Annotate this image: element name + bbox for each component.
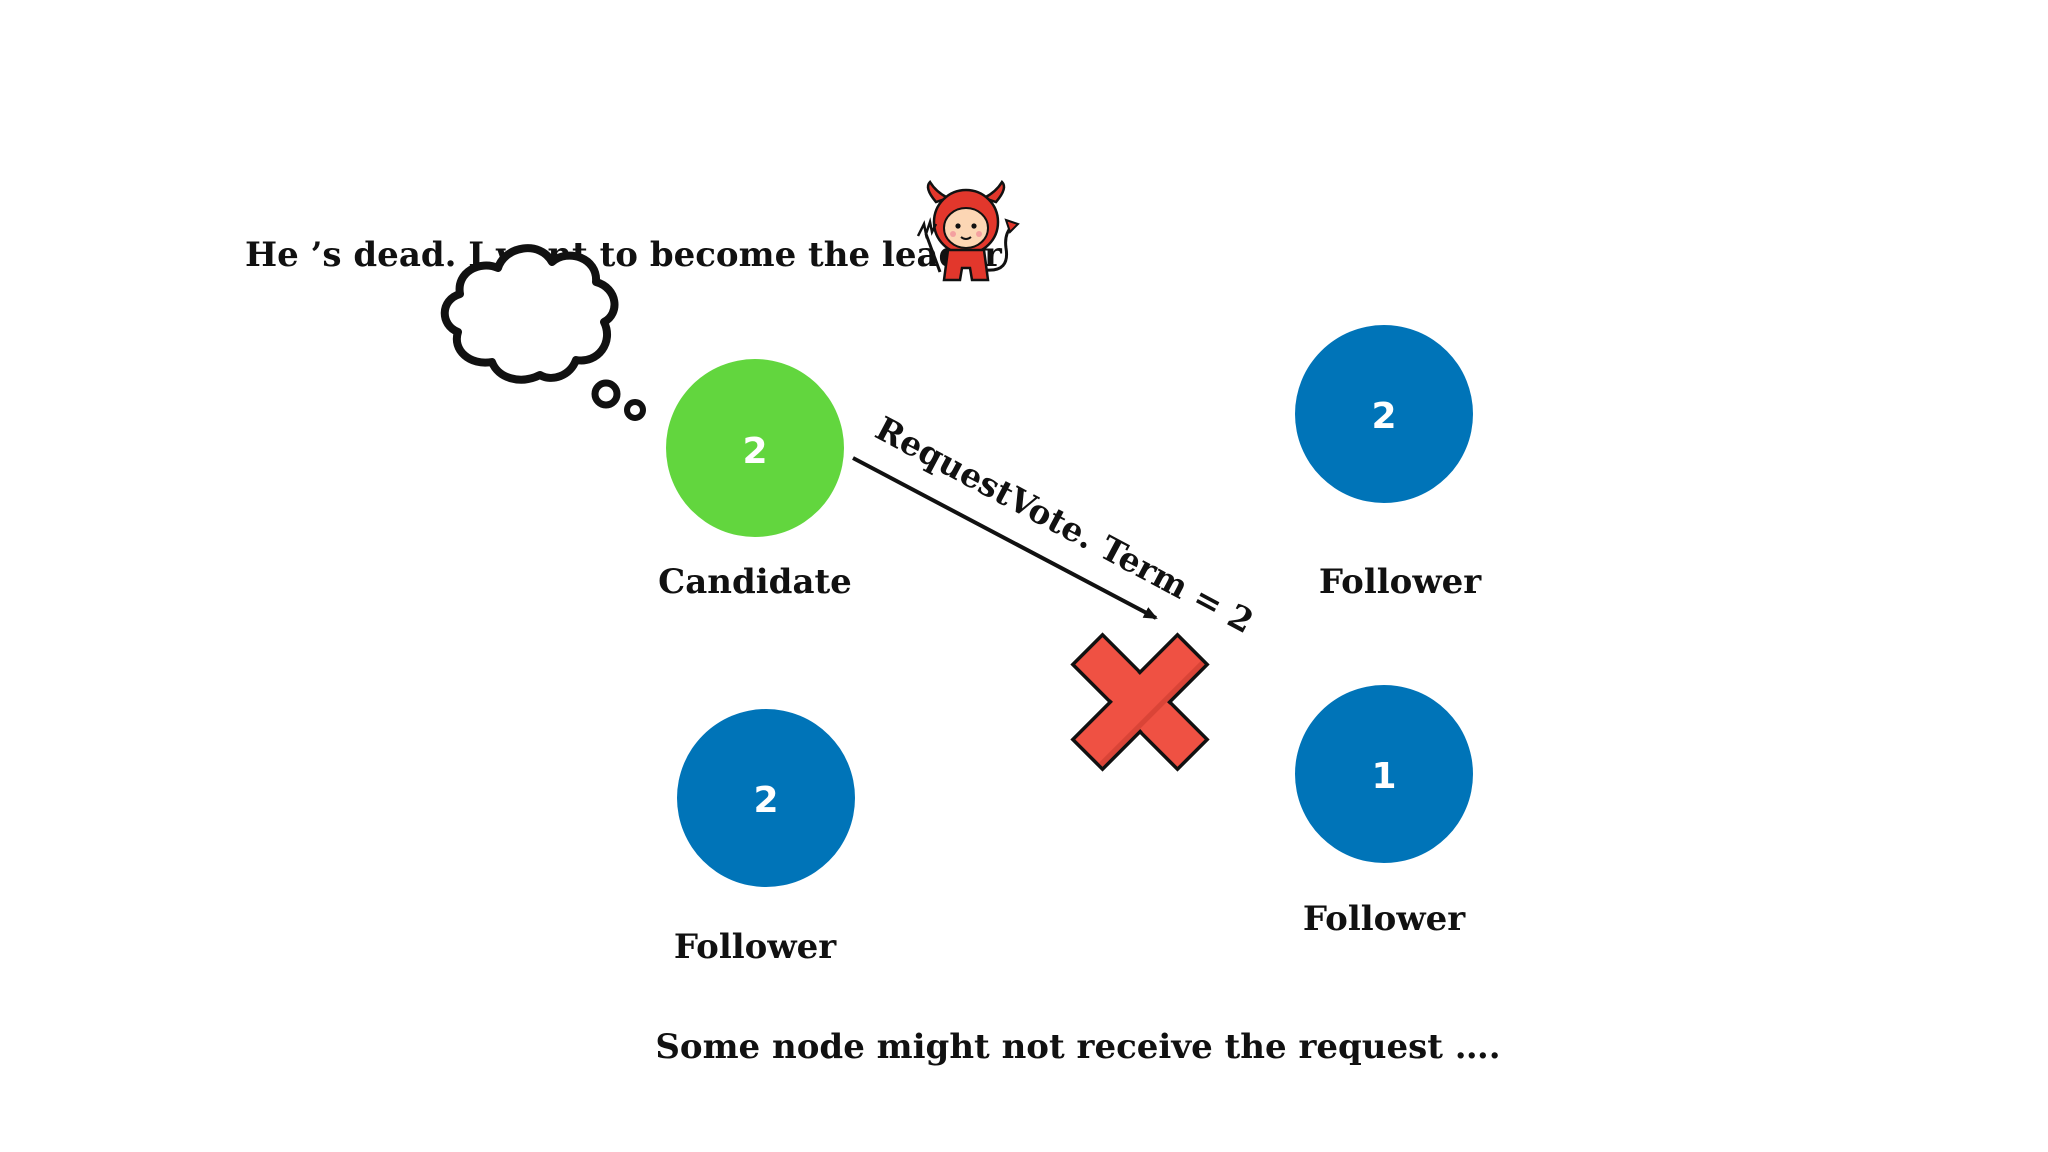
caption-text: Some node might not receive the request … (655, 1027, 1500, 1067)
request-vote-arrow (852, 456, 1158, 620)
follower-node-top-right: 2 (1295, 325, 1473, 503)
follower-circle-top-right (1295, 325, 1473, 503)
follower-term-bottom-right: 1 (1371, 756, 1396, 797)
follower-label-bottom-right: Follower (1303, 899, 1466, 939)
candidate-term: 2 (742, 431, 767, 472)
follower-circle-bottom-right (1295, 685, 1473, 863)
thought-bubble-icon (440, 244, 646, 421)
cross-icon (1070, 632, 1210, 772)
thought-text: He ’s dead. I want to become the leader (245, 235, 1003, 275)
candidate-node: 2 (666, 359, 844, 537)
follower-term-top-right: 2 (1371, 396, 1396, 437)
request-vote-label: RequestVote. Term = 2 (869, 409, 1260, 641)
candidate-circle (666, 359, 844, 537)
follower-node-bottom-right: 1 (1295, 685, 1473, 863)
follower-label-bottom-left: Follower (674, 927, 837, 967)
candidate-label: Candidate (658, 562, 852, 602)
follower-term-bottom-left: 2 (753, 780, 778, 821)
follower-label-top-right: Follower (1319, 562, 1482, 602)
follower-node-bottom-left: 2 (677, 709, 855, 887)
devil-icon (916, 179, 1020, 282)
follower-circle-bottom-left (677, 709, 855, 887)
